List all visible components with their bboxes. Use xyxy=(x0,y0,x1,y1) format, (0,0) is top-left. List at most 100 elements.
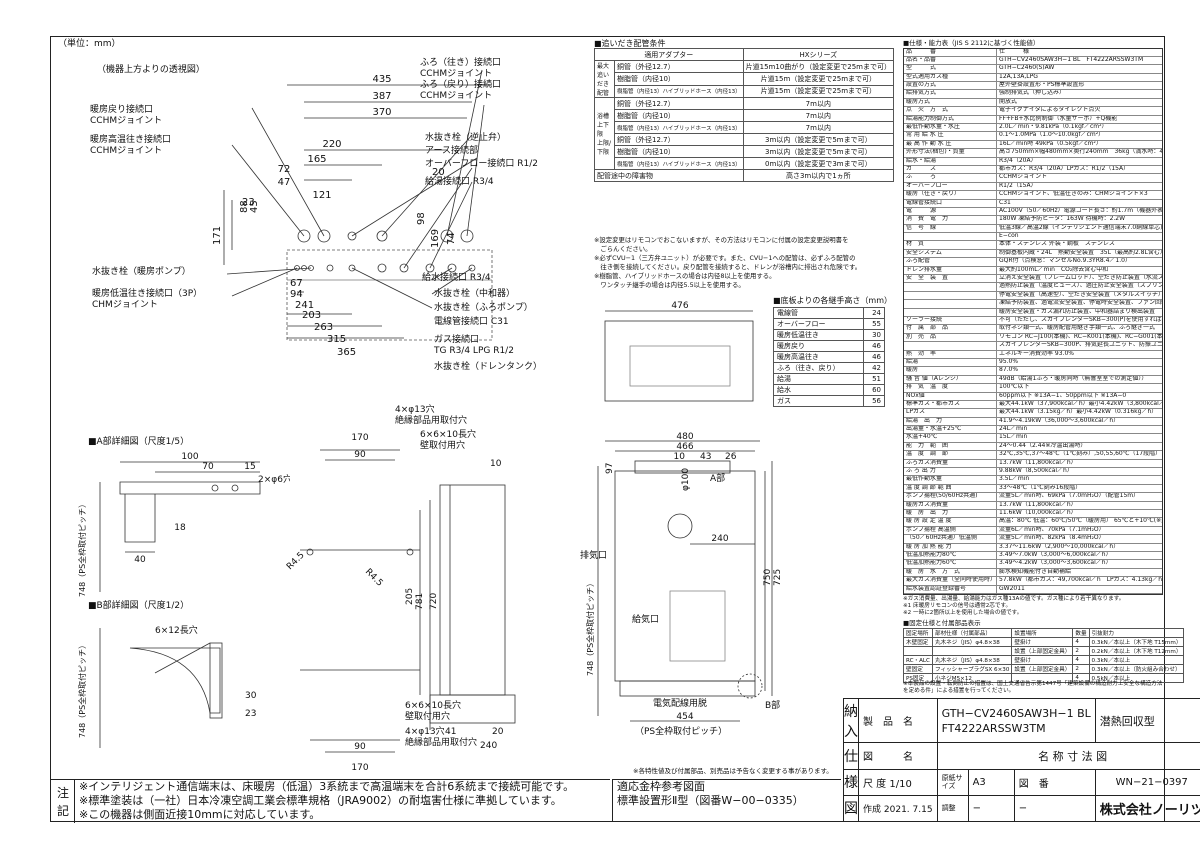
spec-value: 流量6L／min時、70kPa（7.1mH₂O） xyxy=(999,526,1105,533)
height-cell: 46 xyxy=(863,351,885,363)
pipe-cell: 銅管（外径12.7） xyxy=(614,59,744,74)
side-dim: 170 xyxy=(351,763,368,773)
spec-key xyxy=(904,300,997,308)
created-label: 作成 xyxy=(863,804,882,815)
spec-value: GTH−CV2460SAW3H−1 BL FT4222ARSSW3TM xyxy=(999,56,1144,63)
connector-label: CCHMジョイント xyxy=(90,116,162,126)
height-cell: 30 xyxy=(863,329,885,341)
spec-value: 41.9〜4.19kW（36,000〜3,600kcal／h） xyxy=(999,417,1120,424)
side-label: 壁取付用穴 xyxy=(420,439,465,451)
spec-row: 安全システム制御基板内蔵・24L 熱動安全装置 35L（最高約2.8L含む） xyxy=(904,249,1162,259)
spec-row: 暖房安全装置・ガス漏れ防止装置、中和器詰まり検出装置 xyxy=(904,308,1162,317)
connector-label: TG R3/4 LPG R1/2 xyxy=(433,346,514,356)
spec-key: 暖 房 出 力 xyxy=(904,509,997,518)
spec-row: ポンプ揚程 高温側流量6L／min時、70kPa（7.1mH₂O） xyxy=(904,526,1162,536)
spec-key: 付 属 部 品 xyxy=(904,325,997,333)
front-dim: 466 xyxy=(676,442,693,452)
side-label: 4×φ13穴 xyxy=(405,725,445,737)
front-dim: 480 xyxy=(676,432,693,442)
top-dim: 47 xyxy=(278,177,291,188)
spec-row: E−con xyxy=(904,233,1162,242)
pipe-cell: 銅管（外径12.7） xyxy=(614,133,744,146)
spec-value: 3.49〜7.0kW（3,000〜6,000kcal／h） xyxy=(999,551,1112,558)
spec-note: ※2 一時に2箇所以上を使用した場合の値です。 xyxy=(903,609,1023,616)
left-dim: 45 xyxy=(249,200,260,213)
spec-key xyxy=(904,233,997,241)
pipe-cell: 配管途中の障害物 xyxy=(594,169,744,182)
drawing-name: 名 称 寸 法 図 xyxy=(936,742,1200,770)
spec-key: 給水装置認証登録番号 xyxy=(904,585,997,593)
spec-row: 暖 房 水 方 式膨水検知機能付き自動補給 xyxy=(904,568,1162,578)
spec-key: 暖 房 設 定 温 度 xyxy=(904,518,997,526)
connector-label: 給湯接続口 R3/4 xyxy=(425,175,494,187)
detail-a-dim: 100 xyxy=(181,452,198,462)
spec-value: 0.1〜1.0MPa（1.0〜10.0kgf／cm²） xyxy=(999,132,1105,139)
install-cell: 設置（上部固定金具） xyxy=(1011,664,1074,674)
connector-label: CHMジョイント xyxy=(92,300,158,310)
side-label: 4×φ13穴 xyxy=(395,403,435,415)
spec-key: 給湯 出 力 xyxy=(904,417,997,426)
spec-value: 高温：80℃ 低温：60℃/50℃（暖房用） 65℃と+10℃(※変更可)/40… xyxy=(999,518,1162,525)
pipe-cell: 片道15m（設定変更で25mまで可） xyxy=(742,72,895,86)
spec-row: LPガス最大44.1kW（3.15kg／h）最小4.42kW（0.316kg／h… xyxy=(904,409,1162,418)
spec-key: 安全システム xyxy=(904,249,997,258)
spec-value: 24〜0.44（2.44※冷温出湯時） xyxy=(999,442,1087,449)
spec-value: FF+FB+水比例制御（水量サーボ）+Q機能 xyxy=(999,115,1118,122)
install-header: 固定場所 xyxy=(903,628,933,638)
note-line: ※インテリジェント通信端末は、床暖房（低温）3系統まで高温端末を合計6系統まで接… xyxy=(79,780,575,793)
height-cell: 60 xyxy=(863,384,885,396)
pipe-note: ※必ずCVU−1（三方弁ユニット）が必要です。また、CVU−1への配管は、必ずふ… xyxy=(594,254,856,262)
spec-value: GTH−C2460(S)AW xyxy=(999,65,1055,72)
spec-key: ふろ配管 xyxy=(904,258,997,266)
top-dim: 72 xyxy=(278,164,291,175)
spec-value: 13.7kW（11,800kcal／h） xyxy=(999,501,1077,508)
spec-row: （50／60Hz共通）低温側流量5L／min時、82kPa（8.4mH₂O） xyxy=(904,535,1162,544)
right-dim: 98 xyxy=(416,212,427,225)
pipe-note: ごらんください。 xyxy=(594,245,652,253)
connector-label: 水抜き栓（中和器） xyxy=(434,287,515,299)
install-cell: 0.2kN／本以上（木下地 T12mm） xyxy=(1088,646,1185,656)
spec-key: 熱 効 率 xyxy=(904,350,997,358)
spec-key: ふ ろ xyxy=(904,174,997,182)
connector-label: 水抜き栓（ドレンタンク） xyxy=(434,360,542,372)
install-table: 固定場所部材仕様（付属部品） 設置場所数量 引抜耐力 木壁固定丸木ネジ（JIS）… xyxy=(903,628,1185,683)
spec-value: 3.5L／min xyxy=(999,476,1030,483)
top-dim: 435 xyxy=(372,74,391,85)
spec-key: 外形寸法(梱包)・質量 xyxy=(904,149,997,157)
spec-key: 給湯 xyxy=(904,358,997,367)
pipe-note: ※樹脂管、ハイブリッドホースの場合は内径8以上を使用する。 xyxy=(594,272,776,280)
spec-key: 標準ガス・都市ガス xyxy=(904,400,997,409)
bottom-dim: 241 xyxy=(295,300,314,311)
notes-block: 注記 ※インテリジェント通信端末は、床暖房（低温）3系統まで高温端末を合計6系統… xyxy=(50,779,610,823)
install-cell: 0.3kN／本以上（防火組み合わせ） xyxy=(1088,664,1185,674)
bottom-dim: 203 xyxy=(302,310,321,321)
height-cell: 暖房低温往き xyxy=(772,329,865,341)
front-dim: 476 xyxy=(671,301,688,311)
spec-row: 騒 音 値（Aレンジ）49dB（給湯1ふろ・暖房同時（無響室室での測定値）） xyxy=(904,375,1162,385)
detail-a-dim: 18 xyxy=(174,523,186,533)
install-cell: 設置（上部固定金具） xyxy=(1011,646,1074,656)
spec-value: 32℃,35℃,37〜48℃（1℃刻み）,50,55,60℃（17段階） xyxy=(999,451,1162,458)
connector-label: ふろ（戻り）接続口 xyxy=(420,78,501,90)
spec-value: エネルギー消費効率 93.0% xyxy=(999,350,1074,357)
detail-b-side-label: 748（PS全枠取付ピッチ） xyxy=(77,641,87,738)
spec-value: 高さ750mm×幅480mm×奥行240mm 36kg（満水時：42kg） xyxy=(999,149,1162,156)
company-name: 株式会社ノーリツ xyxy=(1094,794,1200,823)
spec-title: ■仕様・能力表（JIS S 2112に基づく性能値） xyxy=(903,39,1040,47)
spec-value: GQR付（点検窓：マンセルNo.9.3YR8.4／1.0） xyxy=(999,258,1131,265)
spec-value: CCHMジョイント xyxy=(999,174,1048,181)
install-cell: 0.5kN／本以上 xyxy=(1088,673,1185,683)
spec-key: ドレン排水量 xyxy=(904,266,997,274)
front-label: A部 xyxy=(710,472,725,484)
spec-key: ソーラー接続 xyxy=(904,317,997,325)
